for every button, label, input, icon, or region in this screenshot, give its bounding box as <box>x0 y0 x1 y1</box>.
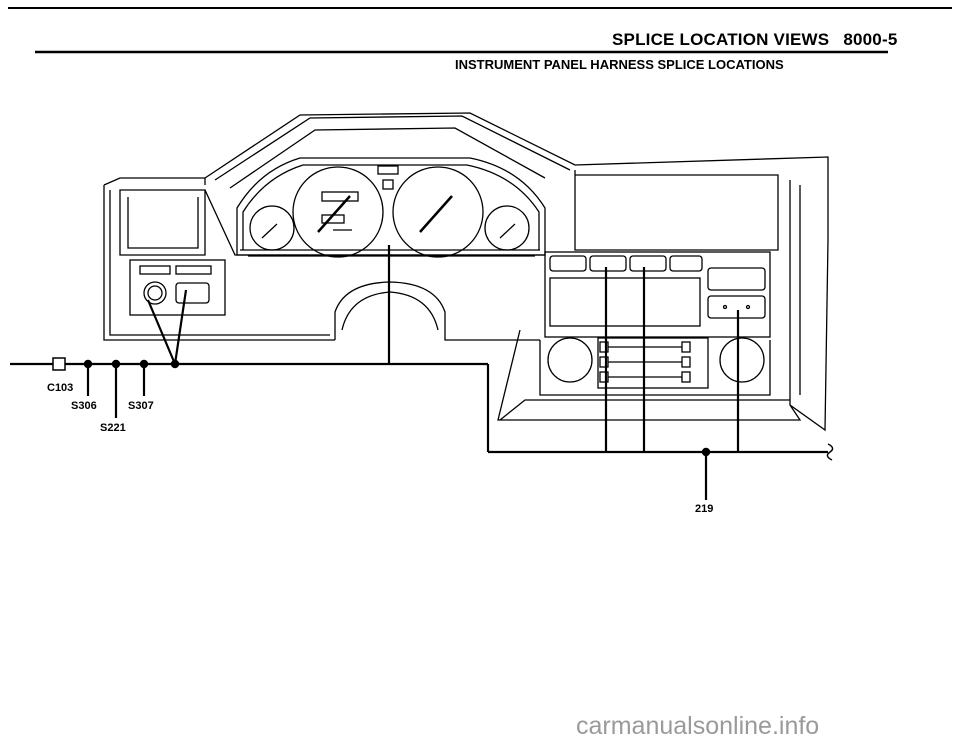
label-c103: C103 <box>47 382 73 394</box>
harness-continuation <box>826 443 834 461</box>
wire-switch-2 <box>173 289 188 365</box>
section-title: SPLICE LOCATION VIEWS <box>612 30 830 49</box>
watermark: carmanualsonline.info <box>576 712 820 740</box>
instrument-cluster <box>236 157 546 258</box>
label-s306: S306 <box>71 400 97 412</box>
steering-column <box>334 281 540 341</box>
left-switch-panel <box>129 259 226 316</box>
dashboard-outline <box>103 112 829 432</box>
center-console <box>497 251 802 421</box>
splice-s306-dot <box>83 359 93 369</box>
page-title: SPLICE LOCATION VIEWS 8000-5 <box>612 30 897 50</box>
harness-wiring <box>10 245 828 500</box>
wire-switch-1 <box>146 299 177 365</box>
connector-c103-icon <box>52 357 66 371</box>
label-219: 219 <box>695 503 713 515</box>
splice-219-dot <box>701 447 711 457</box>
splice-s221-dot <box>111 359 121 369</box>
diagram-subtitle: INSTRUMENT PANEL HARNESS SPLICE LOCATION… <box>455 57 784 72</box>
page-code: 8000-5 <box>843 30 898 49</box>
label-s221: S221 <box>100 422 126 434</box>
splice-s307-dot <box>139 359 149 369</box>
label-s307: S307 <box>128 400 154 412</box>
splice-switch-dot <box>170 359 180 369</box>
